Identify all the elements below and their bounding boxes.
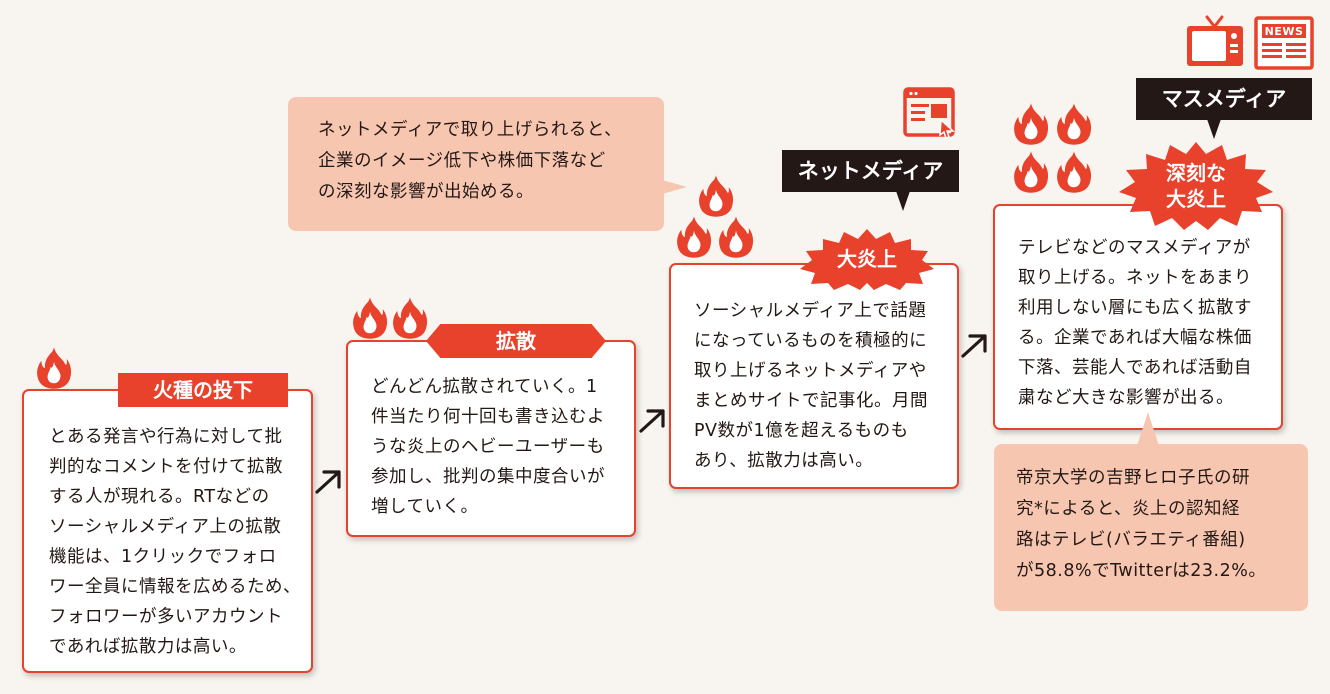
flame-icon xyxy=(1013,150,1049,194)
step2-label: 拡散 xyxy=(426,324,606,358)
flame-icon xyxy=(36,346,72,390)
flame-icon xyxy=(1013,102,1049,146)
step1-card xyxy=(22,389,313,673)
arrow-icon xyxy=(314,467,344,497)
flame-icon xyxy=(676,215,712,259)
step2-text: どんどん拡散されていく。1 件当たり何十回も書き込むよ うな炎上のヘビーユーザー… xyxy=(371,377,605,517)
flame-icon xyxy=(1056,150,1092,194)
bottom-callout: 帝京大学の吉野ヒロ子氏の研 究*によると、炎上の認知経 路はテレビ(バラエティ番… xyxy=(994,444,1308,611)
step3-text: ソーシャルメディア上で話題 になっているものを積極的に 取り上げるネットメディア… xyxy=(694,301,928,471)
flame-icon xyxy=(392,296,428,340)
step1-label: 火種の投下 xyxy=(118,373,288,407)
starburst-badge xyxy=(800,229,934,290)
step3-card xyxy=(669,263,959,489)
step3-badge-label: 大炎上 xyxy=(837,247,897,271)
tv-icon xyxy=(1185,14,1245,70)
step1-text: とある発言や行為に対して批 判的なコメントを付けて拡散 する人が現れる。RTなど… xyxy=(49,427,301,657)
top-callout: ネットメディアで取り上げられると、 企業のイメージ低下や株価下落など の深刻な影… xyxy=(288,97,664,231)
flame-icon xyxy=(718,215,754,259)
mass-media-pointer xyxy=(1207,119,1221,139)
flame-icon xyxy=(352,296,388,340)
browser-icon xyxy=(903,87,955,139)
mass-media-label: マスメディア xyxy=(1136,78,1312,120)
net-media-pointer xyxy=(896,191,910,211)
news-icon-text: NEWS xyxy=(1264,25,1304,38)
newspaper-icon: NEWS xyxy=(1254,16,1318,70)
bottom-callout-tail xyxy=(1137,412,1159,446)
flame-icon xyxy=(698,174,734,218)
step4-badge-label: 深刻な 大炎上 xyxy=(1166,161,1226,211)
starburst-badge xyxy=(1119,142,1273,230)
step2-card xyxy=(346,340,636,537)
step4-text: テレビなどのマスメディアが 取り上げる。ネットをあまり 利用しない層にも広く拡散… xyxy=(1018,238,1252,408)
arrow-icon xyxy=(960,331,990,361)
flame-icon xyxy=(1056,102,1092,146)
top-callout-tail xyxy=(655,178,687,196)
net-media-label: ネットメディア xyxy=(782,150,959,192)
arrow-icon xyxy=(638,406,668,436)
